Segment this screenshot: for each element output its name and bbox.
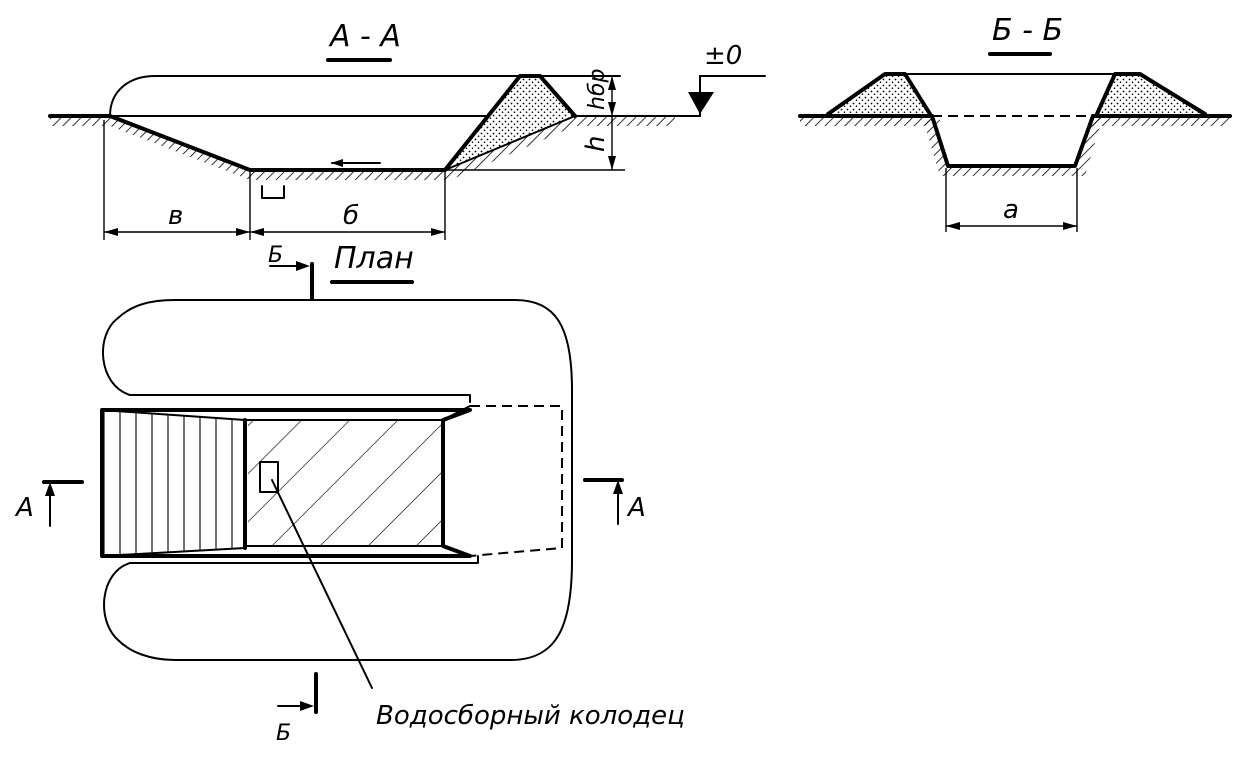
- bb-dim-arrow-left: [946, 222, 960, 230]
- plan-view: План Б Б Водосборный колодец: [14, 241, 685, 746]
- dim-d-label: б: [343, 201, 359, 231]
- bb-ground-hatch-left: [800, 116, 940, 126]
- bb-ground-hatch-right: [1090, 116, 1230, 126]
- bb-bank-left-fill: [828, 74, 930, 114]
- plan-upper-lobe-inner: [129, 394, 471, 403]
- plan-lower-lobe-inner: [129, 555, 479, 564]
- dim-hbr-label: hбр: [585, 69, 610, 110]
- dim-a-label: а: [1003, 195, 1019, 225]
- cut-b-bottom-label: Б: [276, 721, 291, 746]
- sump-mark: [261, 185, 285, 199]
- plan-slope-edge-bottom: [101, 547, 246, 557]
- dim-arrow-1: [104, 228, 118, 236]
- cut-b-top-arrowhead: [296, 261, 310, 271]
- bb-pit-hatch: [922, 116, 1103, 176]
- plan-title: План: [334, 241, 414, 276]
- section-aa-title: А - А: [328, 19, 401, 54]
- cut-a-right-label: А: [626, 493, 646, 523]
- level-mark-label: ±0: [704, 41, 742, 71]
- dim-arrow-2: [236, 228, 250, 236]
- pit-profile: [108, 114, 447, 172]
- plan-slope-hatch: [102, 410, 245, 555]
- section-bb-title: Б - Б: [992, 13, 1063, 48]
- cut-a-right-arrowhead: [613, 480, 623, 494]
- dim-arrow-4: [431, 228, 445, 236]
- spoil-bank-fill: [445, 76, 575, 170]
- cut-b-bottom-arrowhead: [300, 701, 314, 711]
- plan-outer-contour: [102, 299, 573, 661]
- cut-a-left-label: А: [14, 493, 34, 523]
- sump-leader-line: [271, 479, 373, 689]
- dim-arrow-hbr-bot: [608, 102, 616, 116]
- plan-slope-edge-top: [101, 409, 246, 421]
- plan-bottom-hatch: [248, 420, 443, 546]
- plan-ramp-edge-top: [442, 405, 471, 421]
- sump-well-icon: [259, 461, 279, 493]
- ground-hatch-left: [50, 116, 110, 126]
- sump-callout: Водосборный колодец: [376, 701, 685, 731]
- dim-arrow-h-bot: [608, 156, 616, 170]
- cut-b-top-label: Б: [268, 243, 283, 268]
- ramp-line: [444, 115, 576, 171]
- bb-dim-arrow-right: [1063, 222, 1077, 230]
- section-bb: Б - Б а: [798, 13, 1232, 232]
- section-aa: А - А в б: [48, 19, 766, 240]
- dim-h-label: h: [581, 136, 611, 152]
- ground-hatch-right: [575, 116, 675, 126]
- dim-arrow-hbr-top: [608, 76, 616, 90]
- level-mark-triangle: [688, 92, 714, 114]
- bb-bank-right-fill: [1097, 74, 1205, 114]
- dim-arrow-3: [250, 228, 264, 236]
- dim-b-label: в: [168, 201, 183, 231]
- section-aa-outer-contour: [109, 75, 621, 117]
- pit-bottom-hatch: [110, 116, 575, 180]
- cut-a-left-arrowhead: [45, 482, 55, 496]
- plan-ramp-dashed: [469, 405, 563, 557]
- bb-pit-profile: [930, 114, 1095, 168]
- spoil-bank-outline: [443, 74, 577, 172]
